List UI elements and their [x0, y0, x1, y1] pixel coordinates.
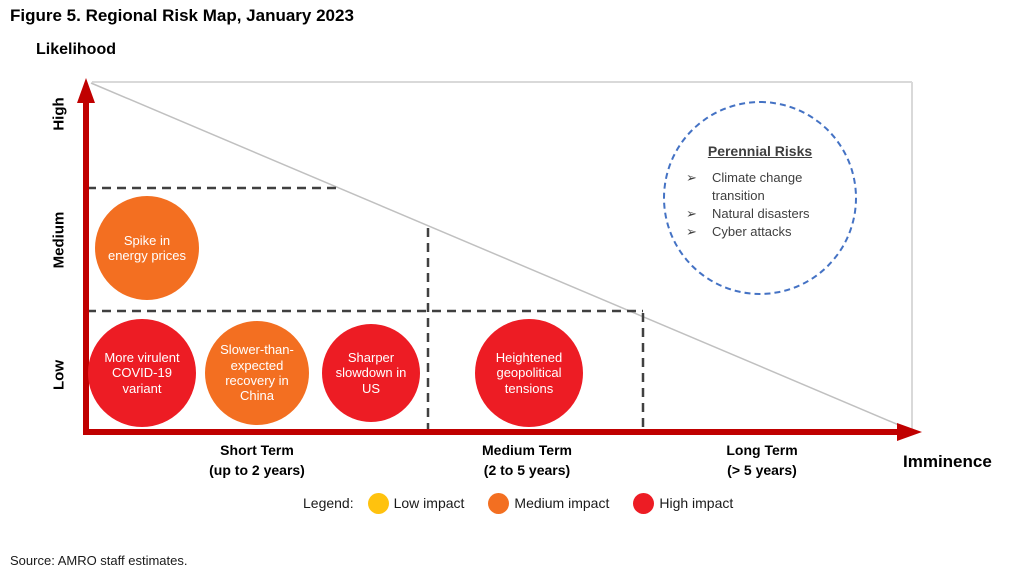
x-axis-title: Imminence: [903, 452, 992, 471]
bubble-covid-variant: More virulent COVID-19 variant: [88, 319, 196, 427]
perennial-item-label: Cyber attacks: [712, 223, 792, 239]
list-item: ➢ Natural disasters: [686, 205, 834, 223]
list-item: ➢ Cyber attacks: [686, 223, 834, 241]
bubble-spike-energy-prices: Spike in energy prices: [95, 196, 199, 300]
y-tick-low: Low: [50, 360, 68, 390]
arrow-bullet-icon: ➢: [686, 223, 697, 239]
arrow-bullet-icon: ➢: [686, 205, 697, 221]
figure-title: Figure 5. Regional Risk Map, January 202…: [10, 6, 354, 25]
x-tick-medium-term: Medium Term (2 to 5 years): [482, 442, 572, 478]
y-tick-medium: Medium: [50, 211, 68, 269]
legend: Legend: Low impact Medium impact High im…: [303, 490, 733, 516]
arrow-bullet-icon: ➢: [686, 170, 697, 185]
x-axis-arrowhead: [897, 423, 922, 441]
y-tick-high: High: [50, 97, 68, 131]
x-tick-short-term: Short Term (up to 2 years): [209, 442, 305, 478]
low-impact-dot-icon: [367, 492, 389, 514]
legend-label: Legend:: [303, 495, 354, 511]
perennial-risks-circle: Perennial Risks ➢ Climate change transit…: [663, 101, 857, 295]
legend-item-medium-impact: Medium impact: [488, 492, 610, 514]
bubble-china-recovery: Slower-than- expected recovery in China: [205, 321, 309, 425]
y-axis-arrowhead: [77, 78, 95, 103]
legend-item-low-impact: Low impact: [367, 492, 465, 514]
diagonal-frontier-line: [90, 82, 914, 432]
perennial-item-label: Natural disasters: [712, 205, 810, 221]
source-note: Source: AMRO staff estimates.: [10, 553, 188, 568]
legend-item-label: Medium impact: [514, 495, 610, 511]
perennial-item-label: Climate change transition: [712, 170, 803, 203]
list-item: ➢ Climate change transition: [686, 169, 834, 205]
bubble-geopolitical-tensions: Heightened geopolitical tensions: [475, 319, 583, 427]
legend-item-high-impact: High impact: [633, 492, 734, 514]
x-tick-long-term: Long Term (> 5 years): [726, 442, 798, 478]
bubble-us-slowdown: Sharper slowdown in US: [322, 324, 420, 422]
medium-impact-dot-icon: [488, 492, 510, 514]
y-axis-title: Likelihood: [36, 41, 116, 58]
perennial-risks-list: ➢ Climate change transition ➢ Natural di…: [686, 169, 834, 241]
perennial-risks-title: Perennial Risks: [707, 143, 813, 159]
legend-item-label: Low impact: [393, 495, 465, 511]
high-impact-dot-icon: [633, 492, 655, 514]
legend-item-label: High impact: [659, 495, 734, 511]
